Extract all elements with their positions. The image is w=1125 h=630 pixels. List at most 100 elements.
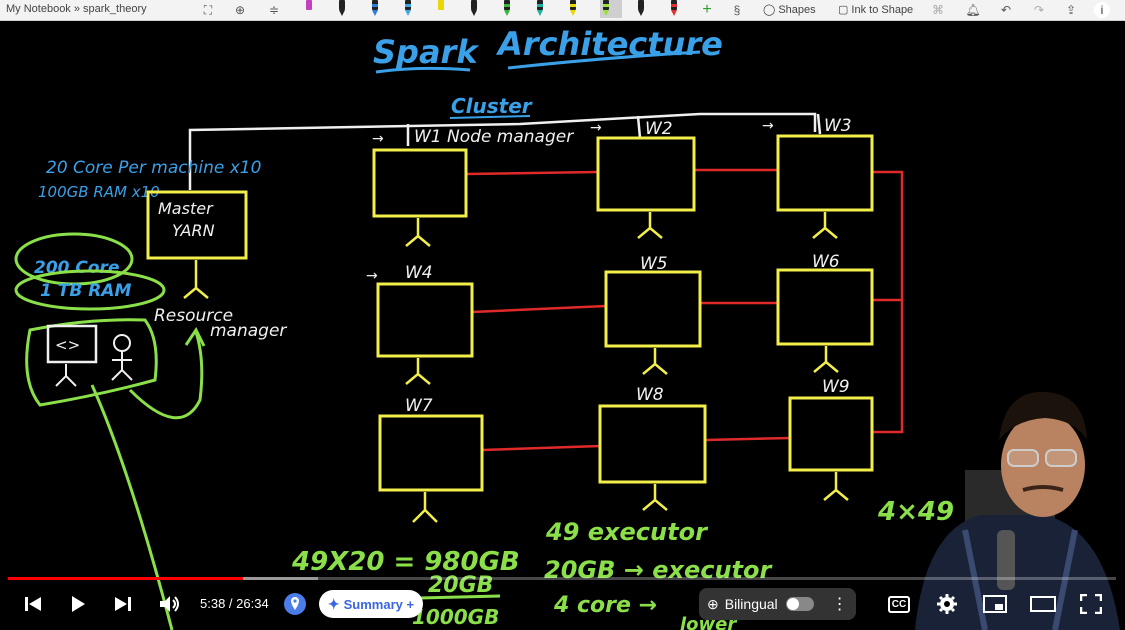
next-button[interactable] — [109, 590, 137, 618]
more-options-icon[interactable]: ⋮ — [831, 596, 848, 613]
calc-20gb: 20GB — [428, 573, 493, 598]
pen-green-icon[interactable] — [501, 0, 513, 18]
previous-button[interactable] — [19, 590, 47, 618]
globe-icon: ⊕ — [707, 595, 719, 612]
pen-black-3-icon[interactable] — [635, 0, 647, 18]
title-underline-2 — [507, 50, 701, 70]
time-separator: / — [225, 596, 237, 611]
resource-label: Resource — [154, 306, 233, 326]
youtube-info-icon[interactable]: i — [1094, 2, 1110, 18]
skip-next-icon — [115, 597, 131, 611]
share-icon[interactable]: ⇪ — [1065, 3, 1077, 17]
worker-box-w3 — [776, 134, 874, 212]
fullscreen-icon — [1080, 594, 1102, 614]
progress-bar[interactable] — [8, 577, 1116, 580]
ink-to-math-icon[interactable]: ⌘ — [932, 3, 944, 17]
worker-label-w7: W7 — [405, 396, 433, 416]
worker-label-w6: W6 — [812, 252, 840, 272]
w2-arrow: → — [590, 120, 602, 136]
presenter-face — [1001, 413, 1085, 517]
miniplayer-button[interactable] — [981, 590, 1009, 618]
pen-blue-icon[interactable] — [369, 0, 381, 18]
duration: 26:34 — [236, 596, 269, 611]
spec-cores: 20 Core Per machine x10 — [46, 158, 261, 178]
summary-label: Summary + — [343, 596, 415, 612]
side-calc: 4×49 — [877, 497, 954, 527]
w2-tick — [636, 115, 642, 139]
yarn-label: YARN — [172, 221, 215, 240]
client-to-rm-arrow — [128, 331, 204, 420]
w4-arrow: → — [366, 268, 378, 284]
executor-cores: 4 core → — [553, 593, 657, 618]
title-spark: Spark — [373, 33, 479, 71]
worker-box-w2 — [596, 136, 696, 212]
manager-label: manager — [210, 321, 287, 341]
client-to-rm-arrowhead — [184, 327, 206, 347]
ink-to-shape-button[interactable]: ▢Ink to Shape — [838, 3, 914, 17]
title-architecture: Architecture — [495, 25, 723, 63]
user-body — [111, 351, 133, 381]
bilingual-control[interactable]: ⊕ Bilingual ⋮ — [699, 588, 856, 620]
add-pen-icon[interactable]: + — [702, 1, 712, 18]
theater-mode-button[interactable] — [1029, 590, 1057, 618]
calc-divider — [419, 594, 501, 600]
bell-icon[interactable]: 🔔︎ — [965, 3, 981, 17]
pen-black-2-icon[interactable] — [468, 0, 480, 18]
presenter-hair — [999, 391, 1087, 440]
settings-button[interactable] — [933, 590, 961, 618]
lasso-select-icon[interactable]: ⛶ — [203, 2, 213, 17]
ink-replay-icon[interactable]: § — [733, 3, 741, 17]
breadcrumb: My Notebook » spark_theory — [6, 3, 147, 15]
client-oval — [25, 318, 158, 407]
worker-box-w6 — [776, 268, 874, 346]
redo-icon[interactable]: ↷ — [1033, 3, 1045, 17]
worker-stands — [405, 212, 849, 523]
location-pin-icon — [284, 593, 306, 615]
skip-previous-icon — [25, 597, 41, 611]
worker-label-w4: W4 — [405, 263, 433, 283]
spec-ram: 100GB RAM x10 — [38, 183, 160, 201]
add-space-icon[interactable]: ⊕ — [234, 3, 246, 17]
chapter-location-button[interactable] — [281, 590, 309, 618]
microphone — [997, 530, 1015, 590]
current-time: 5:38 — [200, 596, 226, 611]
worker-box-w7 — [378, 414, 484, 492]
cluster-label: Cluster — [451, 94, 533, 118]
executor-memory: 20GB → executor — [544, 556, 774, 584]
undo-icon[interactable]: ↶ — [1000, 3, 1012, 17]
pen-yellow-icon[interactable] — [435, 0, 447, 18]
laptop-stand — [55, 364, 77, 387]
miniplayer-icon — [983, 595, 1007, 613]
pen-yellow-2-icon[interactable] — [567, 0, 579, 18]
client-down-line — [90, 384, 174, 630]
presenter-webcam — [915, 391, 1120, 630]
insert-space-icon[interactable]: ≑ — [268, 3, 280, 17]
fullscreen-button[interactable] — [1077, 590, 1105, 618]
bilingual-label: Bilingual — [724, 596, 778, 612]
shapes-icon: ◯ — [763, 4, 776, 16]
summary-button[interactable]: ✦ Summary + — [319, 590, 423, 618]
laptop-icon — [46, 324, 98, 364]
highlighter-pink-icon[interactable] — [303, 0, 315, 18]
pen-red-icon[interactable] — [668, 0, 680, 18]
play-icon — [72, 596, 85, 612]
presenter-glasses-right — [1045, 449, 1077, 467]
pen-black-icon[interactable] — [336, 0, 348, 18]
volume-button[interactable] — [156, 590, 184, 618]
pen-active-icon[interactable] — [600, 0, 622, 18]
worker-label-w3: W3 — [824, 116, 852, 136]
time-display: 5:38 / 26:34 — [200, 596, 269, 611]
play-button[interactable] — [64, 590, 92, 618]
user-icon — [113, 334, 131, 352]
cc-icon: CC — [887, 595, 911, 613]
worker-label-w5: W5 — [640, 254, 668, 274]
pen-lightblue-icon[interactable] — [402, 0, 414, 18]
calc-total-memory: 49X20 = 980GB — [291, 547, 520, 577]
toggle-knob — [786, 598, 799, 610]
captions-button[interactable]: CC — [885, 590, 913, 618]
shapes-button[interactable]: ◯Shapes — [763, 3, 816, 17]
bilingual-toggle[interactable] — [785, 597, 814, 611]
whiteboard-canvas: Spark Architecture Cluster 20 Core Per m… — [14, 25, 954, 630]
pen-teal-icon[interactable] — [534, 0, 546, 18]
master-label: Master — [158, 199, 214, 218]
